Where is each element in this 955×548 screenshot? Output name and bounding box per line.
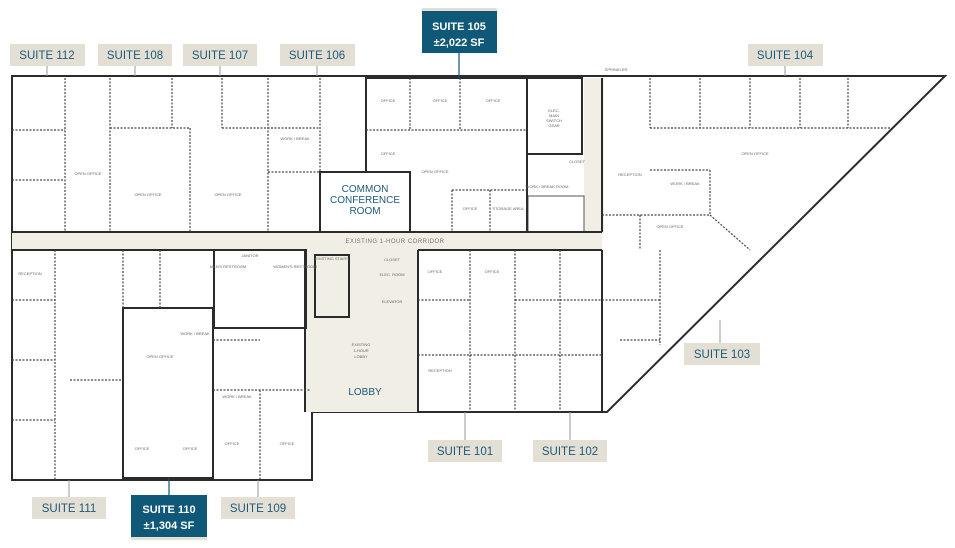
suite-label-110-featured[interactable]: SUITE 110 ±1,304 SF bbox=[131, 478, 207, 540]
room-label: OPEN OFFICE bbox=[421, 169, 448, 174]
suite-label-108[interactable]: SUITE 108 bbox=[98, 44, 172, 76]
suite-name: SUITE 110 bbox=[142, 504, 195, 516]
suite-label-106[interactable]: SUITE 106 bbox=[280, 44, 355, 76]
room-label: OFFICE bbox=[486, 98, 501, 103]
suite-area: ±2,022 SF bbox=[434, 37, 485, 49]
room-label: OFFICE bbox=[433, 98, 448, 103]
room-label: MEN'S RESTROOM bbox=[210, 264, 247, 269]
room-label: MAIN bbox=[549, 113, 559, 118]
room-label: WORK / BREAK bbox=[670, 181, 700, 186]
room-label: OFFICE bbox=[485, 269, 500, 274]
room-label: OFFICE bbox=[428, 269, 443, 274]
suite-label-text: SUITE 103 bbox=[694, 349, 750, 361]
corridor bbox=[12, 232, 602, 250]
room-label: CLOSET bbox=[569, 159, 586, 164]
room-label: OPEN OFFICE bbox=[134, 192, 161, 197]
room-label: ELEVATOR bbox=[382, 299, 403, 304]
corridor-label: EXISTING 1-HOUR CORRIDOR bbox=[345, 239, 444, 245]
room-label: WORK / BREAK ROOM bbox=[526, 184, 569, 189]
room-label: RECEPTION bbox=[18, 271, 41, 276]
suite-label-105-featured[interactable]: SUITE 105 ±2,022 SF bbox=[422, 8, 497, 78]
room-label: OFFICE bbox=[381, 151, 396, 156]
suite-label-text: SUITE 112 bbox=[19, 50, 74, 62]
room-label: OFFICE bbox=[381, 98, 396, 103]
suite-label-111[interactable]: SUITE 111 bbox=[32, 480, 106, 519]
room-label: OPEN OFFICE bbox=[214, 192, 241, 197]
room-label: RECEPTION bbox=[618, 172, 641, 177]
room-label: OFFICE bbox=[280, 441, 295, 446]
stairs bbox=[314, 254, 350, 318]
suite-area: ±1,304 SF bbox=[144, 520, 195, 532]
stairs-east bbox=[527, 195, 585, 233]
room-label: OFFICE bbox=[225, 441, 240, 446]
room-label: WORK / BREAK bbox=[280, 136, 310, 141]
conference-label-2: CONFERENCE bbox=[330, 195, 400, 206]
room-label: JANITOR bbox=[241, 253, 258, 258]
room-label: OPEN OFFICE bbox=[741, 151, 768, 156]
room-label: WORK / BREAK bbox=[180, 331, 210, 336]
suite-label-text: SUITE 106 bbox=[289, 50, 345, 62]
suite-label-107[interactable]: SUITE 107 bbox=[183, 44, 257, 76]
room-label: OFFICE bbox=[183, 446, 198, 451]
room-label: OPEN OFFICE bbox=[146, 354, 173, 359]
suite-label-101[interactable]: SUITE 101 bbox=[428, 412, 502, 462]
room-label: GEAR bbox=[548, 123, 559, 128]
room-label: STORAGE AREA bbox=[492, 206, 524, 211]
conference-label-3: ROOM bbox=[349, 206, 380, 217]
lobby-note-1: EXISTING bbox=[352, 342, 371, 347]
room-label: OPEN OFFICE bbox=[74, 171, 101, 176]
room-label: CLOSET bbox=[384, 257, 401, 262]
suite-label-109[interactable]: SUITE 109 bbox=[221, 480, 295, 519]
service-corridor bbox=[584, 78, 604, 234]
room-label: OPEN OFFICE bbox=[656, 224, 683, 229]
lobby-note-2: 1-HOUR bbox=[353, 348, 368, 353]
building-footprint bbox=[11, 75, 948, 481]
room-label: ELEC. ROOM bbox=[379, 272, 404, 277]
suite-label-text: SUITE 109 bbox=[230, 503, 286, 515]
conference-label-1: COMMON bbox=[342, 184, 389, 195]
lobby-area bbox=[305, 250, 418, 412]
suite-label-112[interactable]: SUITE 112 bbox=[10, 44, 85, 76]
suite-label-text: SUITE 108 bbox=[107, 50, 163, 62]
room-labels: OFFICE OFFICE OFFICE OFFICE OPEN OFFICE … bbox=[18, 67, 769, 451]
room-label: OFFICE bbox=[463, 206, 478, 211]
room-label: RECEPTION bbox=[428, 368, 451, 373]
suite-label-104[interactable]: SUITE 104 bbox=[748, 44, 823, 76]
room-label: WORK / BREAK bbox=[222, 394, 252, 399]
suite-name: SUITE 105 bbox=[432, 21, 486, 33]
suite-label-102[interactable]: SUITE 102 bbox=[533, 412, 607, 462]
suite-label-103[interactable]: SUITE 103 bbox=[684, 320, 760, 365]
lobby-label: LOBBY bbox=[348, 387, 382, 398]
suite-label-text: SUITE 102 bbox=[542, 446, 598, 458]
room-label: SWITCH bbox=[546, 118, 562, 123]
lobby-note-3: LOBBY bbox=[354, 354, 368, 359]
room-label: SPRINKLER bbox=[605, 67, 628, 72]
suite-label-text: SUITE 107 bbox=[192, 50, 248, 62]
room-label: EXISTING STAIRS bbox=[315, 256, 349, 261]
room-label: WOMEN'S RESTROOM bbox=[273, 264, 316, 269]
suite-110-area bbox=[122, 307, 214, 479]
room-label: OFFICE bbox=[135, 446, 150, 451]
suite-label-text: SUITE 111 bbox=[42, 503, 97, 515]
room-label: ELEC. bbox=[548, 108, 560, 113]
restroom-core bbox=[213, 249, 307, 329]
conference-room bbox=[319, 171, 411, 233]
suite-label-text: SUITE 104 bbox=[757, 50, 814, 62]
suite-label-text: SUITE 101 bbox=[437, 446, 493, 458]
interior-walls bbox=[12, 78, 890, 480]
